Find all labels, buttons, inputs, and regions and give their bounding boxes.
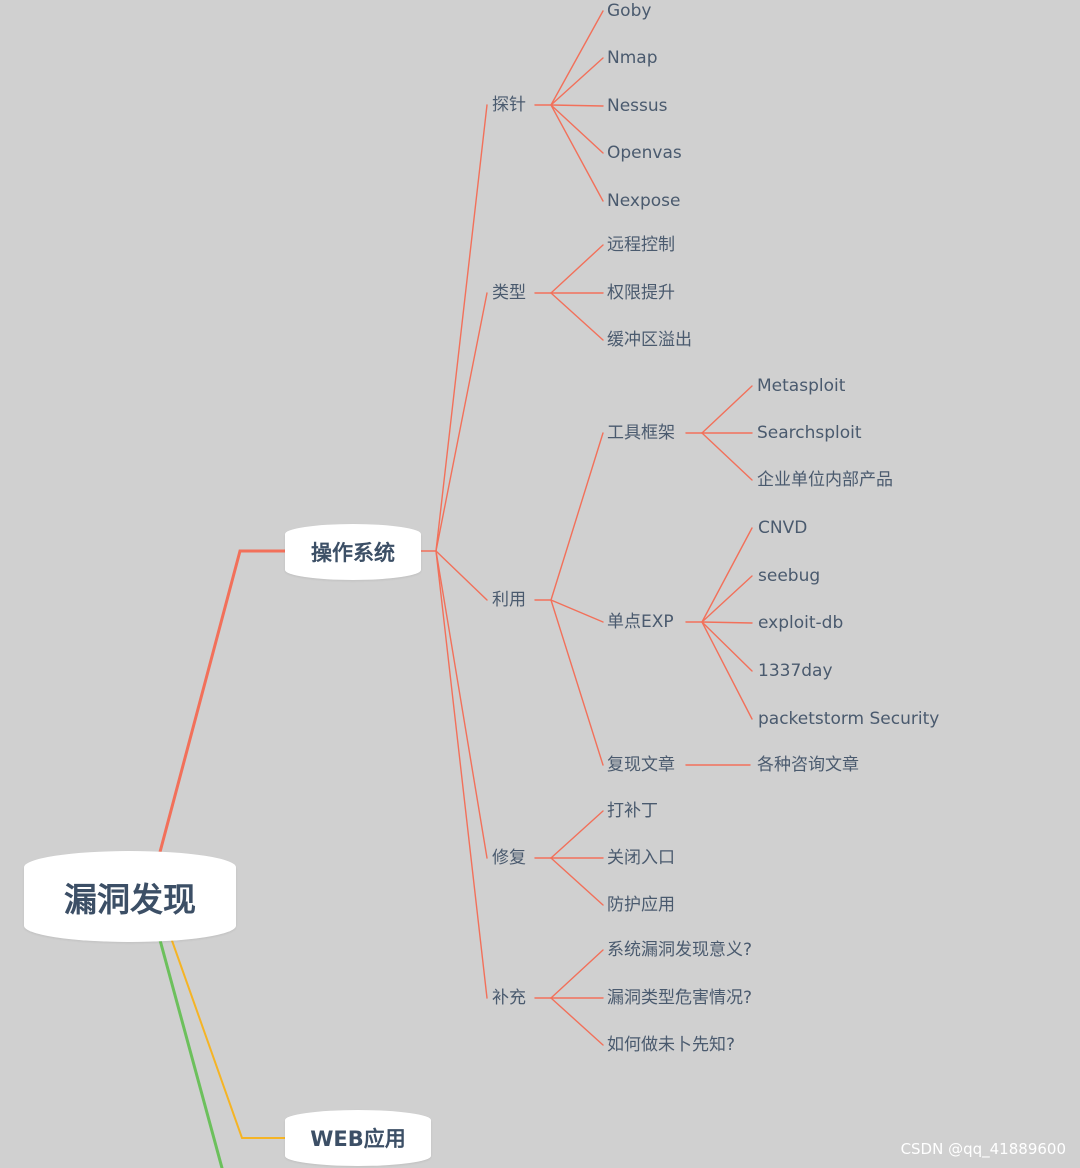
leaf-nmap[interactable]: Nmap <box>607 48 658 68</box>
node-exploit[interactable]: 利用 <box>492 590 526 610</box>
link-probe-1 <box>550 57 604 106</box>
node-articles[interactable]: 复现文章 <box>607 755 675 775</box>
link-types-0 <box>550 244 604 294</box>
link-single-exp-4 <box>701 621 753 720</box>
leaf-openvas[interactable]: Openvas <box>607 143 682 163</box>
leaf-internal[interactable]: 企业单位内部产品 <box>757 470 893 490</box>
link-single-exp-2 <box>701 621 753 624</box>
link-exploit-0 <box>550 432 604 601</box>
link-types-2 <box>550 292 604 341</box>
link-probe-4 <box>550 104 604 202</box>
link-os-types <box>435 292 488 552</box>
link-root-os <box>158 549 285 853</box>
link-extra-2 <box>550 997 604 1046</box>
link-probe-2 <box>550 104 604 107</box>
link-exploit-2 <box>550 599 604 766</box>
link-probe-0 <box>550 10 604 106</box>
node-framework[interactable]: 工具框架 <box>607 423 675 443</box>
leaf-goby[interactable]: Goby <box>607 1 652 21</box>
watermark: CSDN @qq_41889600 <box>900 1140 1066 1158</box>
link-os-probe <box>435 104 488 552</box>
leaf-privilege-esc[interactable]: 权限提升 <box>607 283 675 303</box>
link-probe-3 <box>550 104 604 154</box>
node-repair[interactable]: 修复 <box>492 848 526 868</box>
link-os-repair <box>435 550 488 859</box>
link-single-exp-1 <box>701 575 753 623</box>
leaf-exploit-db[interactable]: exploit-db <box>758 613 844 633</box>
leaf-harm[interactable]: 漏洞类型危害情况? <box>607 988 753 1008</box>
node-single-exp[interactable]: 单点EXP <box>607 612 674 632</box>
leaf-meaning[interactable]: 系统漏洞发现意义? <box>607 940 753 960</box>
link-repair-0 <box>550 810 604 859</box>
leaf-nexpose[interactable]: Nexpose <box>607 191 681 211</box>
link-exploit-1 <box>550 599 604 623</box>
leaf-buffer-overflow[interactable]: 缓冲区溢出 <box>607 330 692 350</box>
link-single-exp-3 <box>701 621 753 672</box>
root-node[interactable]: 漏洞发现 <box>24 851 236 942</box>
link-framework-0 <box>701 385 753 434</box>
link-root-green <box>158 938 224 1168</box>
leaf-foresight[interactable]: 如何做未卜先知? <box>607 1035 736 1055</box>
node-extra[interactable]: 补充 <box>492 988 526 1008</box>
link-framework-2 <box>701 432 753 481</box>
leaf-close-entry[interactable]: 关闭入口 <box>607 848 675 868</box>
node-web[interactable]: WEB应用 <box>285 1110 431 1166</box>
leaf-metasploit[interactable]: Metasploit <box>757 376 846 396</box>
link-os-extra <box>435 550 488 999</box>
leaf-nessus[interactable]: Nessus <box>607 96 668 116</box>
leaf-cnvd[interactable]: CNVD <box>758 518 808 538</box>
leaf-seebug[interactable]: seebug <box>758 566 821 586</box>
leaf-searchsploit[interactable]: Searchsploit <box>757 423 862 443</box>
leaf-1337day[interactable]: 1337day <box>758 661 833 681</box>
link-repair-2 <box>550 857 604 906</box>
leaf-packetstorm[interactable]: packetstorm Security <box>758 709 940 729</box>
link-extra-0 <box>550 949 604 999</box>
node-probe[interactable]: 探针 <box>492 95 526 115</box>
leaf-articles[interactable]: 各种咨询文章 <box>757 755 859 775</box>
link-single-exp-0 <box>701 527 753 623</box>
leaf-patch[interactable]: 打补丁 <box>607 801 658 821</box>
node-types[interactable]: 类型 <box>492 283 526 303</box>
leaf-remote-control[interactable]: 远程控制 <box>607 235 675 255</box>
leaf-protect-app[interactable]: 防护应用 <box>607 895 675 915</box>
link-root-web <box>169 934 285 1139</box>
node-os[interactable]: 操作系统 <box>285 524 421 580</box>
link-os-exploit <box>435 550 488 601</box>
